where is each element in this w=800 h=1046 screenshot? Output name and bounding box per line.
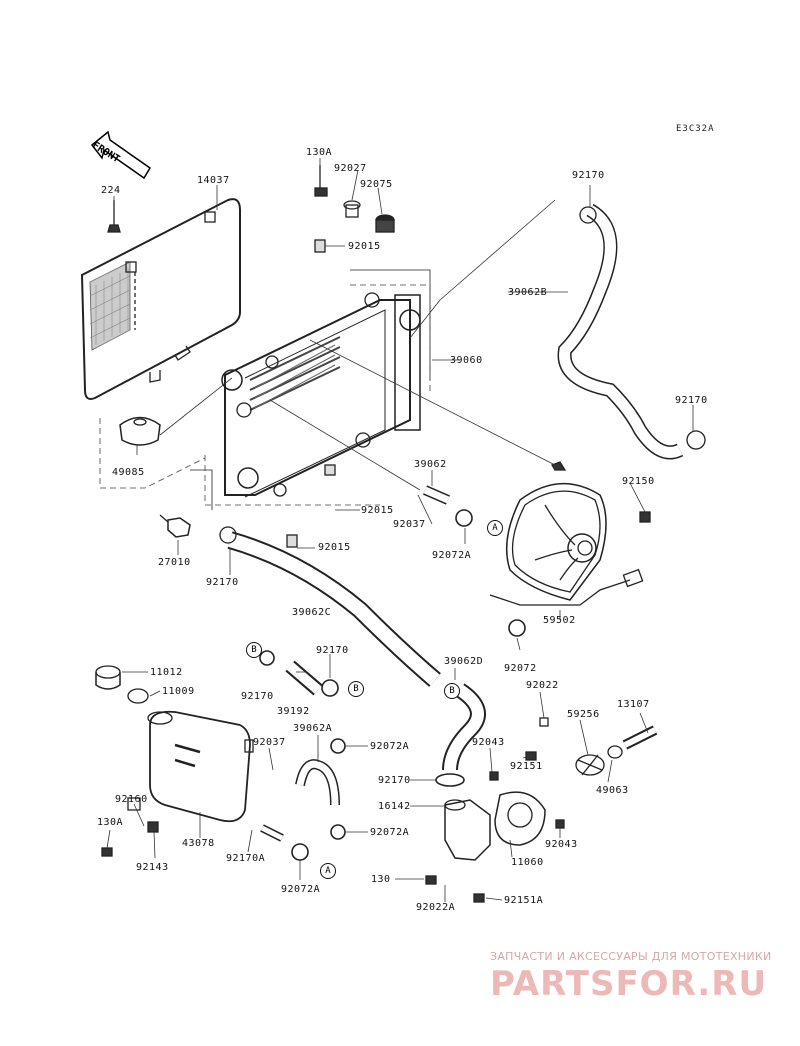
part-label: 130A xyxy=(97,817,124,828)
diagram-code: E3C32A xyxy=(676,124,715,134)
radiator-cap-49085 xyxy=(119,416,161,446)
part-label: 11060 xyxy=(511,857,544,868)
dashed-reference-lines xyxy=(99,284,431,506)
grommet-92075 xyxy=(375,214,395,233)
part-label: 39062B xyxy=(508,287,548,298)
water-pump-housing xyxy=(444,791,546,861)
callout-b: B xyxy=(444,683,460,699)
part-label: 92170A xyxy=(226,853,266,864)
part-label: 92075 xyxy=(360,179,393,190)
leader-lines xyxy=(106,158,694,902)
part-label: 92170 xyxy=(206,577,239,588)
seal-11009 xyxy=(127,688,149,704)
part-label: 49063 xyxy=(596,785,629,796)
part-label: 92037 xyxy=(253,737,286,748)
part-label: 39062C xyxy=(292,607,332,618)
front-arrow-icon xyxy=(90,130,152,180)
bolts xyxy=(101,511,651,903)
callout-b: B xyxy=(246,642,262,658)
hose-39062b xyxy=(557,203,706,460)
part-label: 92150 xyxy=(622,476,655,487)
part-label: 130 xyxy=(371,874,391,885)
part-label: 92072A xyxy=(370,827,410,838)
impeller-59256 xyxy=(575,754,605,776)
radiator-screen xyxy=(80,198,241,400)
collar-92027 xyxy=(343,200,361,218)
watermark-tagline: ЗАПЧАСТИ И АКСЕССУАРЫ ДЛЯ МОТОТЕХНИКИ xyxy=(490,950,772,963)
callout-a: A xyxy=(320,863,336,879)
part-label: 92151 xyxy=(510,761,543,772)
shaft-13107 xyxy=(622,725,658,750)
part-label: 92022A xyxy=(416,902,456,913)
part-label: 92170 xyxy=(675,395,708,406)
part-label: 39062 xyxy=(414,459,447,470)
callout-b: B xyxy=(348,681,364,697)
part-label: 11009 xyxy=(162,686,195,697)
watermark-logo: PARTSFOR.RU xyxy=(490,964,768,1004)
part-label: 92143 xyxy=(136,862,169,873)
part-label: 11012 xyxy=(150,667,183,678)
part-label: 59502 xyxy=(543,615,576,626)
part-label: 92027 xyxy=(334,163,367,174)
part-label: 92170 xyxy=(241,691,274,702)
part-label: 92043 xyxy=(545,839,578,850)
sensor-27010 xyxy=(159,514,191,538)
part-label: 13107 xyxy=(617,699,650,710)
part-label: 92072A xyxy=(432,550,472,561)
part-label: 39192 xyxy=(277,706,310,717)
part-label: 59256 xyxy=(567,709,600,720)
seal-49063 xyxy=(607,745,623,759)
part-label: 92170 xyxy=(572,170,605,181)
hose-39062a xyxy=(295,759,340,806)
part-label: 39062D xyxy=(444,656,484,667)
reservoir-cap-11012 xyxy=(95,665,121,690)
hose-39062c xyxy=(219,526,441,687)
part-label: 16142 xyxy=(378,801,411,812)
hose-short-92170a xyxy=(260,824,284,842)
part-label: 92151A xyxy=(504,895,544,906)
part-label: 92015 xyxy=(361,505,394,516)
part-label: 92043 xyxy=(472,737,505,748)
part-label: 14037 xyxy=(197,175,230,186)
part-label: 43078 xyxy=(182,838,215,849)
radiator-core xyxy=(190,239,431,548)
part-label: 92170 xyxy=(378,775,411,786)
part-label: 92170 xyxy=(316,645,349,656)
part-label: 49085 xyxy=(112,467,145,478)
reservoir-tank-43078 xyxy=(147,710,254,823)
part-label: 92072A xyxy=(281,884,321,895)
part-label: 92015 xyxy=(348,241,381,252)
part-label: 92072A xyxy=(370,741,410,752)
part-label: 224 xyxy=(101,185,121,196)
part-label: 27010 xyxy=(158,557,191,568)
fan-assembly-59502 xyxy=(489,461,644,606)
pipe-39192 xyxy=(285,660,323,696)
part-label: 39060 xyxy=(450,355,483,366)
part-label: 39062A xyxy=(293,723,333,734)
pipe-39062 xyxy=(423,485,450,505)
part-label: 92015 xyxy=(318,542,351,553)
part-label: 92160 xyxy=(115,794,148,805)
callout-a: A xyxy=(487,520,503,536)
hose-39062d xyxy=(442,683,486,771)
screw-224 xyxy=(107,200,121,233)
part-label: 130A xyxy=(306,147,333,158)
bolt-130a-top xyxy=(314,165,328,197)
part-label: 92072 xyxy=(504,663,537,674)
part-label: 92037 xyxy=(393,519,426,530)
part-label: 92022 xyxy=(526,680,559,691)
